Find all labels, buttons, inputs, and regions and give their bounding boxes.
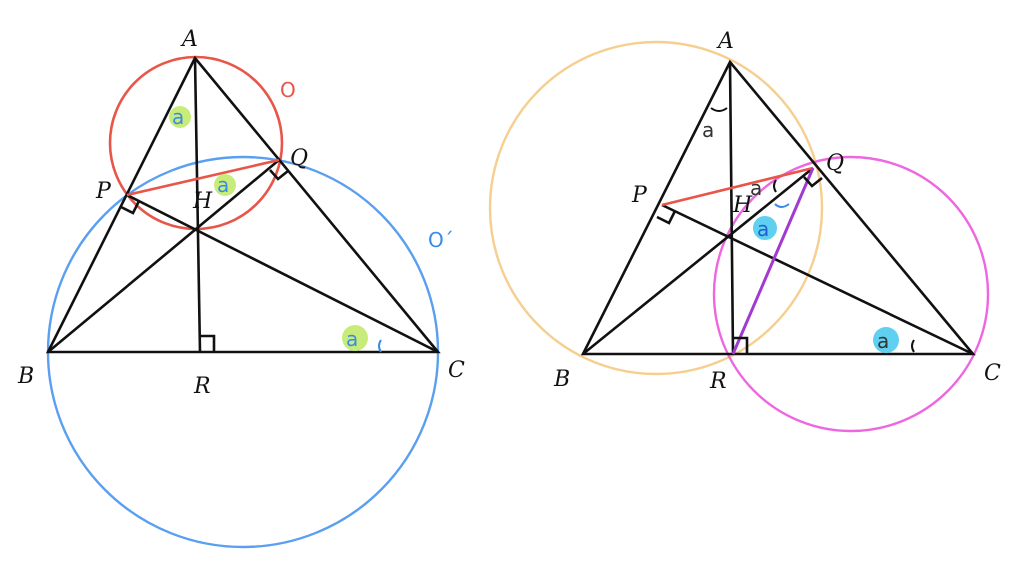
right-angle-mark-q	[803, 176, 823, 188]
triangle-abc	[45, 55, 441, 354]
point-label-p: P	[631, 183, 648, 208]
angle-highlight	[342, 325, 368, 351]
triangle-abc	[580, 59, 976, 356]
point-label-h: H	[732, 193, 753, 218]
point-label-q: Q	[826, 151, 844, 176]
segment-pq	[661, 166, 814, 207]
altitude-ar	[728, 61, 735, 355]
angle-label-a: a	[217, 173, 229, 197]
altitude-cp	[661, 203, 974, 356]
point-label-a: A	[716, 29, 734, 54]
angle-highlight	[169, 106, 191, 128]
altitude-bq	[582, 166, 814, 356]
segment-pq	[126, 158, 280, 197]
point-label-a: A	[180, 27, 198, 52]
angle-highlight	[753, 216, 777, 240]
altitude-ar	[193, 57, 202, 353]
point-label-r: R	[193, 374, 211, 399]
circle-aphq	[488, 40, 824, 376]
point-label-c: C	[448, 358, 465, 383]
point-label-c: C	[984, 361, 1001, 386]
point-label-q: Q	[290, 146, 308, 171]
point-label-r: R	[709, 369, 727, 394]
point-label-b: B	[553, 367, 570, 392]
point-label-p: P	[95, 179, 112, 204]
angle-label-a: a	[346, 327, 358, 351]
angle-label-a: a	[750, 176, 762, 200]
right-angle-mark-r	[200, 334, 216, 352]
circle-hrcq	[712, 155, 990, 433]
point-label-b: B	[17, 364, 34, 389]
right-angle-mark-p	[656, 210, 677, 225]
angle-label-a: a	[757, 217, 769, 241]
right-figure: a a a a A B C P Q R H	[488, 29, 1001, 433]
angle-label-a: a	[877, 329, 889, 353]
circle-label-o: O	[280, 78, 296, 102]
angle-label-a: a	[172, 105, 184, 129]
segment-qr	[731, 167, 815, 355]
angle-label-a: a	[702, 118, 714, 142]
right-angle-mark-r	[733, 336, 749, 354]
right-angle-mark-q	[269, 169, 289, 181]
angle-highlight	[873, 327, 899, 353]
left-figure: a a a O O´ A B C P Q R H	[17, 27, 465, 549]
altitude-bq	[47, 159, 280, 353]
altitude-cp	[126, 193, 439, 354]
angle-highlight	[214, 174, 236, 196]
right-angle-mark-p	[120, 200, 141, 215]
point-label-h: H	[192, 189, 213, 214]
circle-label-o-prime: O´	[428, 228, 454, 252]
